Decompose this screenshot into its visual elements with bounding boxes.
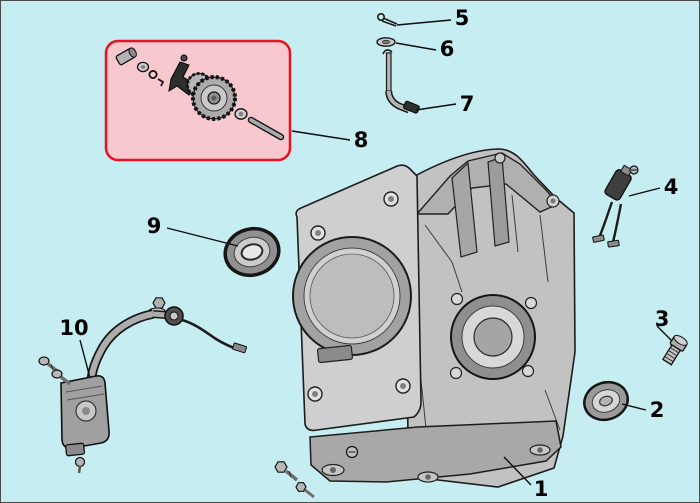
callout-label-1[interactable]: 1 bbox=[534, 477, 549, 501]
callout-label-5[interactable]: 5 bbox=[455, 6, 470, 30]
cam-gear-large bbox=[191, 75, 237, 121]
callout-leader-5 bbox=[396, 19, 452, 26]
part-crankcase[interactable] bbox=[292, 148, 576, 488]
callout-leader-4 bbox=[628, 187, 661, 197]
part-sealing-washer[interactable] bbox=[376, 37, 396, 47]
cam-ring bbox=[148, 70, 158, 80]
callout-leader-8 bbox=[291, 130, 351, 141]
callout-label-9[interactable]: 9 bbox=[147, 214, 162, 238]
callout-leader-6 bbox=[395, 42, 437, 51]
cam-washer-small bbox=[136, 61, 150, 73]
callout-label-2[interactable]: 2 bbox=[650, 398, 665, 422]
callout-label-7[interactable]: 7 bbox=[460, 92, 475, 116]
callout-label-10[interactable]: 10 bbox=[59, 316, 88, 340]
drain-bolt-2 bbox=[295, 482, 315, 499]
callout-leader-3 bbox=[656, 325, 673, 342]
crankshaft-opening bbox=[449, 292, 538, 380]
cam-end-bolt bbox=[115, 47, 137, 66]
coil-foot bbox=[65, 442, 86, 457]
part-breather-tube[interactable] bbox=[382, 49, 420, 114]
coil-wire bbox=[181, 318, 235, 350]
callout-label-8[interactable]: 8 bbox=[354, 128, 369, 152]
callout-leader-2 bbox=[621, 403, 647, 411]
coil-mount-bolt-2 bbox=[51, 369, 72, 386]
part-cotter-pin[interactable] bbox=[376, 13, 398, 27]
cam-washer-end bbox=[234, 108, 248, 120]
part-ignition-coil[interactable] bbox=[38, 297, 247, 474]
callout-leader-1 bbox=[503, 456, 532, 486]
cam-clip bbox=[157, 78, 165, 87]
callout-leader-10 bbox=[79, 339, 91, 379]
callout-label-3[interactable]: 3 bbox=[655, 307, 670, 331]
part-oil-seal-large[interactable] bbox=[220, 223, 284, 281]
callouts: 5 6 7 8 4 9 3 2 10 1 bbox=[59, 6, 678, 501]
cam-pin bbox=[247, 116, 285, 141]
base-flange bbox=[309, 420, 562, 483]
part-oil-seal-small[interactable] bbox=[579, 377, 632, 426]
face-bolt-holes bbox=[307, 191, 411, 402]
coil-mount-bolt-1 bbox=[38, 356, 59, 373]
part-drain-bolt[interactable] bbox=[661, 333, 689, 366]
drain-bolt-1 bbox=[274, 461, 299, 482]
bottom-fasteners[interactable] bbox=[274, 445, 359, 499]
crankcase-top-brackets bbox=[415, 152, 560, 258]
cylinder-bore bbox=[292, 236, 412, 356]
part-stop-switch[interactable] bbox=[592, 163, 639, 248]
plug-small bbox=[345, 445, 359, 459]
face-slot bbox=[316, 344, 354, 364]
callout-label-4[interactable]: 4 bbox=[664, 175, 679, 199]
callout-leader-7 bbox=[415, 103, 457, 111]
part-camshaft-assembly[interactable] bbox=[115, 47, 285, 141]
coil-nut bbox=[152, 297, 166, 309]
switch-wire-2 bbox=[611, 203, 623, 243]
coil-wire-connector bbox=[232, 342, 247, 354]
callout-label-6[interactable]: 6 bbox=[440, 37, 455, 61]
callout-leader-9 bbox=[166, 227, 239, 247]
